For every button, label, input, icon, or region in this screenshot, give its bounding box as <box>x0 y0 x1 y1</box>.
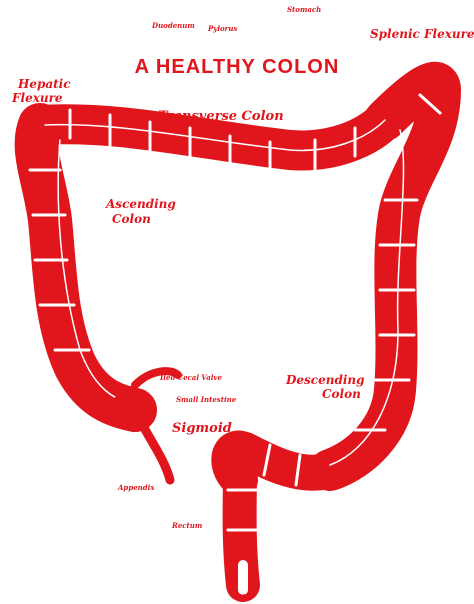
diagram-title: A HEALTHY COLON <box>0 56 474 79</box>
label-pylorus: Pylorus <box>208 25 237 32</box>
label-ascending-colon-line1: Ascending <box>106 198 176 210</box>
ascending-colon-shape <box>37 125 135 410</box>
transverse-colon-shape <box>40 120 385 150</box>
label-hepatic-flexure-line2: Flexure <box>12 92 63 104</box>
colon-illustration <box>30 83 440 590</box>
label-hepatic-flexure-line1: Hepatic <box>18 78 71 90</box>
label-ileo-cecal-valve: Ileo Cecal Valve <box>160 374 222 381</box>
label-duodenum: Duodenum <box>152 22 195 29</box>
label-ascending-colon-line2: Colon <box>112 213 151 225</box>
label-anus: Anus <box>232 592 252 599</box>
label-descending-colon-line1: Descending <box>286 374 365 386</box>
cecum-shape <box>112 388 152 428</box>
label-small-intestine: Small Intestine <box>176 396 236 403</box>
label-stomach: Stomach <box>287 6 321 13</box>
label-rectum: Rectum <box>172 522 202 529</box>
label-descending-colon-line2: Colon <box>322 388 361 400</box>
label-splenic-flexure: Splenic Flexure <box>370 28 474 40</box>
label-appendix: Appendix <box>118 484 155 491</box>
label-sigmoid: Sigmoid <box>172 422 232 435</box>
label-transverse-colon: Transverse Colon <box>158 110 284 123</box>
appendix-shape <box>140 420 170 480</box>
